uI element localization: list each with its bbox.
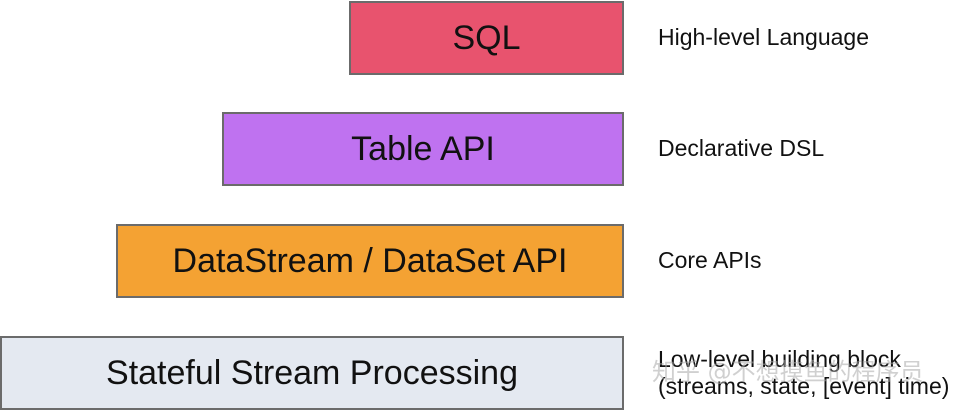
sql-layer-description: High-level Language (658, 24, 869, 50)
stateful-description-line-1: Low-level building block (658, 346, 901, 372)
stateful-processing-layer-box: Stateful Stream Processing (0, 336, 624, 410)
sql-layer-box: SQL (349, 1, 624, 75)
table-api-layer-box: Table API (222, 112, 624, 186)
datastream-layer-box: DataStream / DataSet API (116, 224, 624, 298)
stateful-processing-layer-description: Low-level building block (streams, state… (658, 346, 949, 400)
table-api-layer-label: Table API (351, 129, 495, 168)
stateful-description-line-2: (streams, state, [event] time) (658, 373, 950, 399)
sql-layer-label: SQL (452, 18, 521, 57)
stateful-processing-layer-label: Stateful Stream Processing (106, 353, 518, 392)
table-api-layer-description: Declarative DSL (658, 135, 825, 161)
datastream-layer-label: DataStream / DataSet API (172, 241, 568, 280)
datastream-layer-description: Core APIs (658, 247, 762, 273)
